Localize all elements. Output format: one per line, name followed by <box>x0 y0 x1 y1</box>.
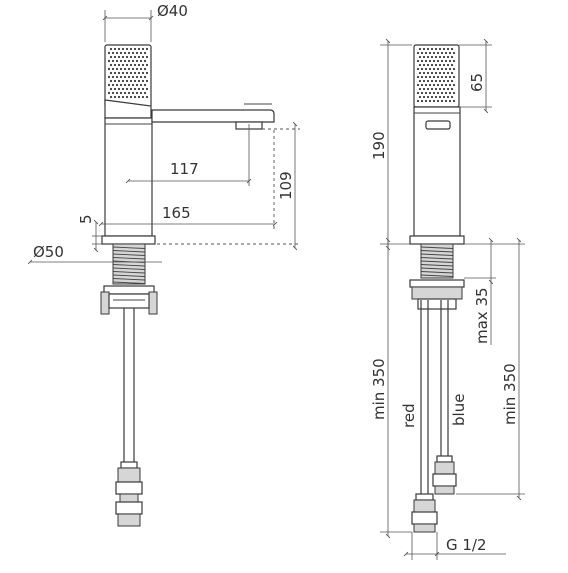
threaded-shank-front <box>420 243 454 279</box>
faucet-body <box>104 117 153 237</box>
dimension-spout-reach-outer: 165 <box>98 130 278 230</box>
supply-hose-blue <box>432 300 457 495</box>
spout-height-label: 109 <box>277 171 295 200</box>
spout-reach-outer-label: 165 <box>162 204 191 222</box>
dimension-hose-length-right: min 350 <box>456 237 525 501</box>
handle-height-label: 65 <box>468 73 486 92</box>
knurled-handle <box>104 44 152 119</box>
dimension-base-diameter: Ø50 <box>27 243 162 265</box>
dimension-total-height: 190 <box>370 38 412 251</box>
spout <box>151 103 275 130</box>
hose-length-left-label: min 350 <box>370 358 388 420</box>
dimension-handle-diameter: Ø40 <box>102 2 188 42</box>
handle-diameter-label: Ø40 <box>157 2 188 20</box>
front-view: red blue 65 190 min 350 max 35 <box>370 38 525 560</box>
hose-label-blue: blue <box>450 394 468 426</box>
threaded-shank <box>112 243 146 285</box>
dimension-handle-height: 65 <box>459 38 492 114</box>
supply-hose-red <box>411 300 438 533</box>
dimension-base-height: 5 <box>77 214 102 253</box>
mounting-bracket <box>100 285 158 315</box>
total-height-label: 190 <box>370 131 388 160</box>
spout-reach-inner-label: 117 <box>170 160 199 178</box>
max-thickness-label: max 35 <box>473 287 491 344</box>
dimension-spout-height: 109 <box>157 121 300 251</box>
hose-label-red: red <box>400 403 418 428</box>
hose-length-right-label: min 350 <box>501 363 519 425</box>
connection-thread-label: G 1/2 <box>446 536 487 554</box>
side-view: Ø40 117 165 109 5 Ø50 <box>27 2 300 527</box>
base-plate-front <box>409 235 465 245</box>
dimension-max-thickness: max 35 <box>464 237 496 345</box>
mounting-bracket-front <box>409 279 465 310</box>
dimension-hose-length-left: min 350 <box>370 237 412 539</box>
knurled-handle-front <box>413 44 460 108</box>
supply-hose <box>115 308 143 527</box>
dimension-spout-reach-inner: 117 <box>125 124 252 186</box>
base-height-label: 5 <box>77 214 95 224</box>
base-diameter-label: Ø50 <box>33 243 64 261</box>
dimension-connection-thread: G 1/2 <box>403 532 506 560</box>
base-plate <box>101 235 156 245</box>
